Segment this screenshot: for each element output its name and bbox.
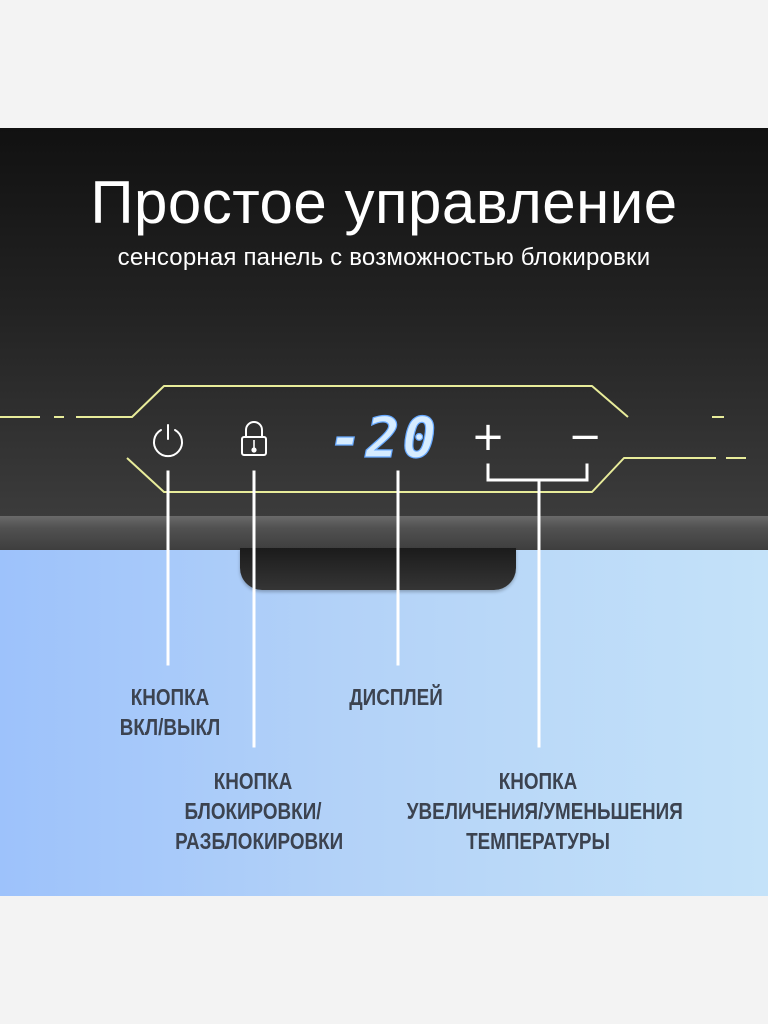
increase-temperature-button[interactable]: +: [471, 414, 505, 460]
panel-outline: [0, 385, 746, 493]
control-panel-surface: [0, 128, 768, 520]
callout-temperature-line-2: УВЕЛИЧЕНИЯ/УМЕНЬШЕНИЯ: [406, 798, 683, 824]
page-subtitle: сенсорная панель с возможностью блокиров…: [117, 244, 651, 271]
product-card: Простое управление сенсорная панель с во…: [0, 128, 768, 896]
panel-diagram: -20 + −: [0, 385, 746, 748]
callout-display: ДИСПЛЕЙ: [347, 682, 445, 712]
callout-display-line-1: ДИСПЛЕЙ: [349, 684, 443, 710]
callout-temperature-line-1: КНОПКА: [498, 768, 578, 794]
callout-lock-line-3: РАЗБЛОКИРОВКИ: [175, 828, 344, 854]
callout-power-line-1: КНОПКА: [130, 684, 210, 710]
callout-lock-line-1: КНОПКА: [213, 768, 293, 794]
callout-temperature-line-3: ТЕМПЕРАТУРЫ: [466, 828, 610, 854]
temperature-bracket: [486, 463, 589, 482]
page-title: Простое управление: [90, 169, 678, 236]
callout-lock: КНОПКА БЛОКИРОВКИ/ РАЗБЛОКИРОВКИ: [175, 766, 344, 856]
power-icon[interactable]: [153, 424, 183, 458]
panel-outline-bottom: [8, 416, 746, 493]
callout-lock-line-2: БЛОКИРОВКИ/: [184, 798, 322, 824]
panel-stand: [240, 548, 516, 590]
lock-icon[interactable]: [241, 421, 267, 456]
callout-power: КНОПКА ВКЛ/ВЫКЛ: [119, 682, 221, 742]
panel-bottom-edge: [0, 516, 768, 550]
decrease-temperature-button[interactable]: −: [568, 414, 602, 460]
temperature-display: -20: [329, 406, 439, 471]
callout-temperature: КНОПКА УВЕЛИЧЕНИЯ/УМЕНЬШЕНИЯ ТЕМПЕРАТУРЫ: [406, 766, 683, 856]
leader-lines: [166, 463, 589, 748]
callout-power-line-2: ВКЛ/ВЫКЛ: [119, 714, 221, 740]
